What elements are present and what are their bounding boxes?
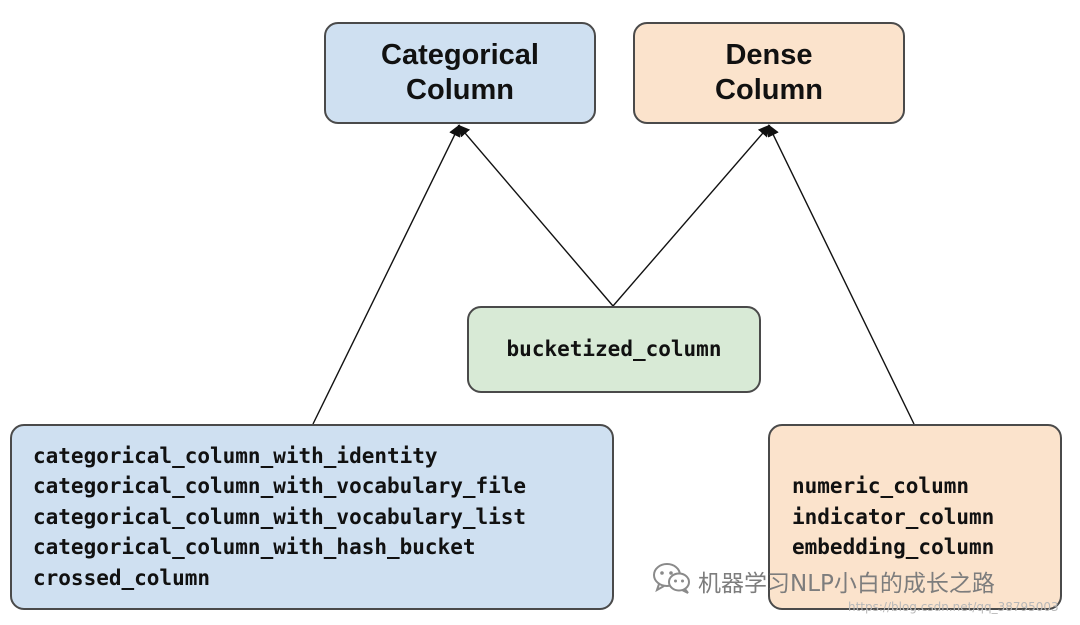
dense-column-node: Dense Column xyxy=(633,22,905,124)
categorical-title-line-1: Categorical xyxy=(381,39,539,71)
list-item: categorical_column_with_vocabulary_file xyxy=(33,474,527,499)
bucketized-label: bucketized_column xyxy=(506,337,722,362)
dense-title-line-1: Dense xyxy=(725,39,813,71)
dense-functions-node: numeric_column indicator_column embeddin… xyxy=(768,424,1062,610)
list-item: categorical_column_with_hash_bucket xyxy=(33,535,476,560)
list-item: embedding_column xyxy=(792,535,995,560)
list-item: crossed_column xyxy=(33,565,211,590)
arrow-dense-list-to-dense xyxy=(767,124,915,425)
watermark: 机器学习NLP小白的成长之路 xyxy=(652,561,995,600)
arrow-bucketized-to-dense xyxy=(612,124,771,307)
categorical-title-line-2: Column xyxy=(406,74,514,106)
watermark-text: 机器学习NLP小白的成长之路 xyxy=(698,570,995,597)
arrow-categorical-list-to-categorical xyxy=(312,124,460,425)
categorical-functions-node: categorical_column_with_identity categor… xyxy=(10,424,614,610)
list-item: categorical_column_with_vocabulary_list xyxy=(33,504,527,529)
arrow-bucketized-to-categorical xyxy=(457,124,614,307)
wechat-icon xyxy=(652,561,692,600)
list-item: categorical_column_with_identity xyxy=(33,443,438,468)
list-item: numeric_column xyxy=(792,474,970,499)
watermark-url: https://blog.csdn.net/qq_38795003 xyxy=(848,600,1059,614)
categorical-column-node: Categorical Column xyxy=(324,22,596,124)
dense-title-line-2: Column xyxy=(715,74,823,106)
list-item: indicator_column xyxy=(792,504,995,529)
bucketized-column-node: bucketized_column xyxy=(467,306,761,393)
